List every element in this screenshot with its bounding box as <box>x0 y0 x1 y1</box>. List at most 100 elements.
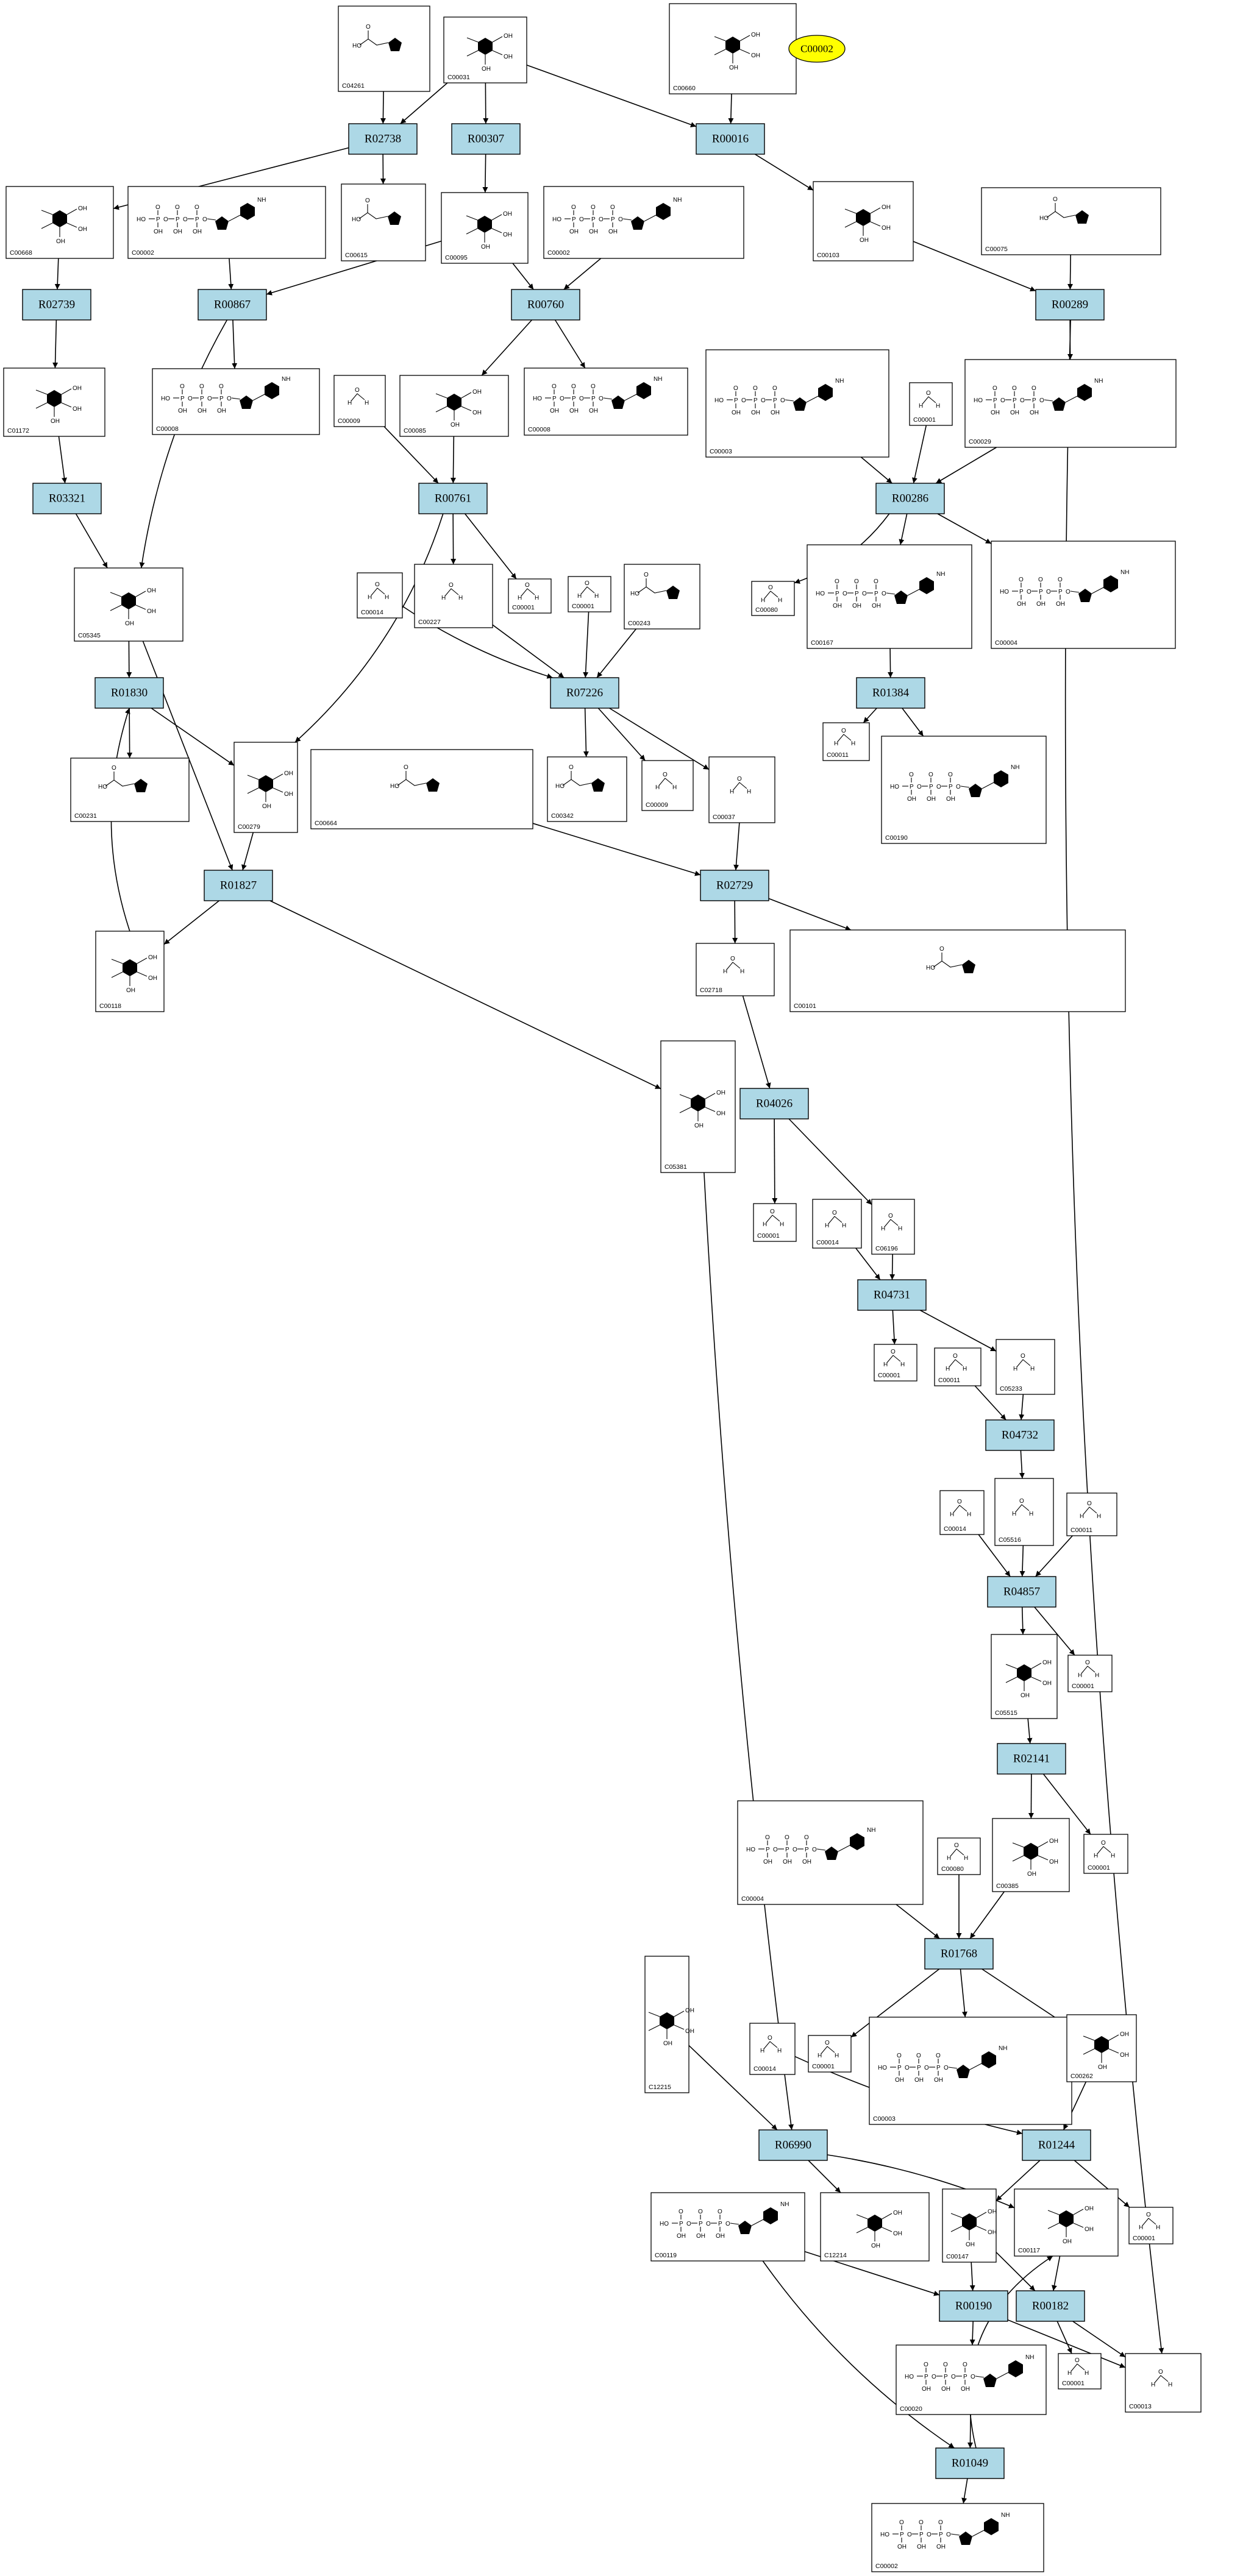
reaction-node[interactable]: R01768 <box>924 1938 994 1970</box>
reaction-node[interactable]: R00016 <box>696 123 765 155</box>
reaction-node[interactable]: R00182 <box>1016 2290 1085 2322</box>
reaction-node[interactable]: R00286 <box>875 483 945 514</box>
reaction-node[interactable]: R06990 <box>758 2129 828 2161</box>
reaction-node[interactable]: R04026 <box>739 1088 809 1119</box>
reaction-node[interactable]: R03321 <box>32 483 102 514</box>
reaction-node[interactable]: R02141 <box>997 1743 1066 1775</box>
reaction-node[interactable]: R02729 <box>700 870 769 901</box>
reaction-node[interactable]: R01384 <box>856 677 925 709</box>
reaction-node[interactable]: R04857 <box>987 1576 1056 1608</box>
reaction-node[interactable]: R01049 <box>935 2447 1005 2479</box>
reaction-node[interactable]: R02739 <box>22 289 91 321</box>
reaction-node[interactable]: R04731 <box>857 1279 927 1311</box>
reaction-node[interactable]: R00307 <box>451 123 521 155</box>
compound-id-label: C00003 <box>873 2115 896 2123</box>
reaction-node[interactable]: R07226 <box>550 677 619 709</box>
svg-text:HO: HO <box>905 2374 914 2380</box>
svg-text:OH: OH <box>1056 601 1065 608</box>
reaction-node[interactable]: R02738 <box>348 123 418 155</box>
reaction-node[interactable]: R00761 <box>418 483 488 514</box>
reaction-node[interactable]: R00760 <box>511 289 580 321</box>
reaction-node[interactable]: R00867 <box>198 289 267 321</box>
svg-text:H: H <box>1080 1513 1084 1520</box>
highlighted-compound[interactable]: C00002 <box>788 35 846 63</box>
reaction-node[interactable]: R01830 <box>94 677 164 709</box>
edge-arrow <box>772 1118 778 1204</box>
reaction-node[interactable]: R00190 <box>939 2290 1008 2322</box>
reaction-node[interactable]: R04732 <box>985 1419 1055 1451</box>
reaction-node[interactable]: R00289 <box>1035 289 1105 321</box>
reaction-node[interactable]: R01827 <box>204 870 273 901</box>
reaction-node[interactable]: R01244 <box>1022 2129 1091 2161</box>
